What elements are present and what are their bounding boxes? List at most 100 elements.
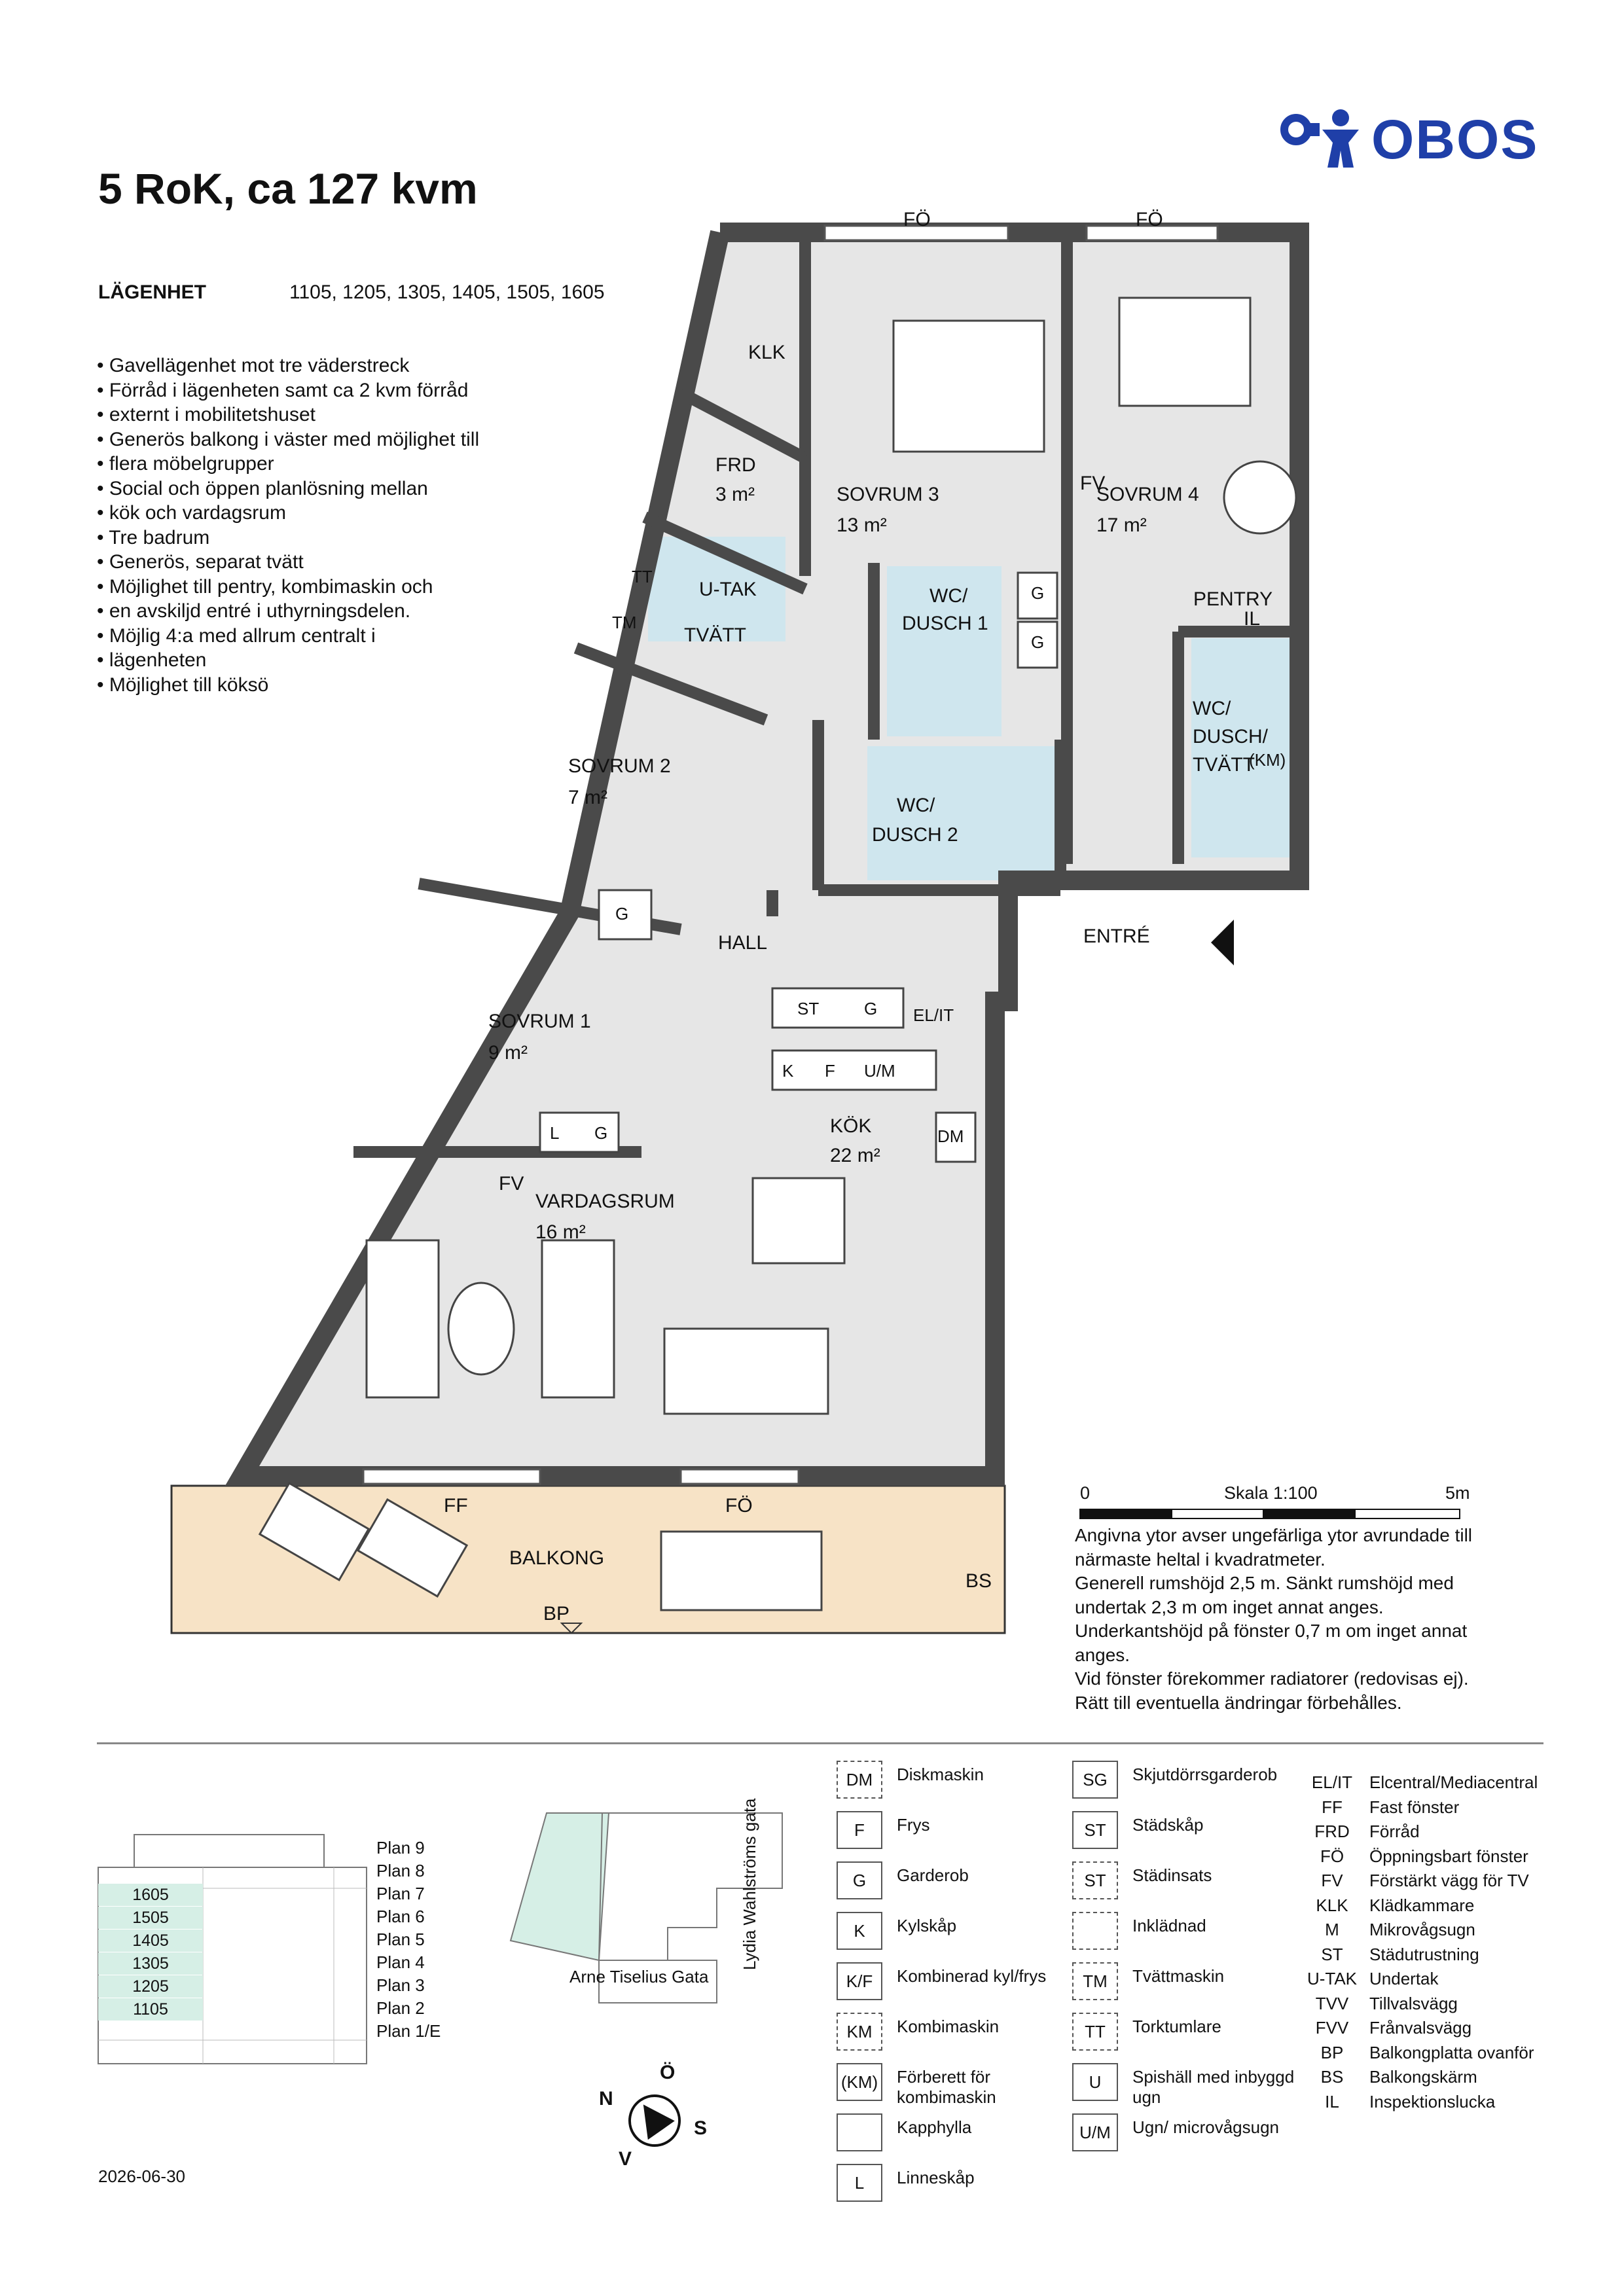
legend-code-box: G [837,1861,882,1899]
room-sovrum1-area: 9 m² [488,1042,528,1064]
room-sovrum1: SOVRUM 1 [488,1011,591,1032]
label-fo-top2: FÖ [1136,209,1163,230]
legend-code-box [837,2113,882,2151]
legend-code-box: L [837,2164,882,2202]
label-utak-tvatt: U-TAK [699,579,757,600]
abbreviation-code: FVV [1315,2018,1349,2038]
abbreviation-label: Klädkammare [1369,1895,1475,1915]
legend-code-box: ST [1072,1811,1118,1849]
feature-item: Förråd i lägenheten samt ca 2 kvm förråd [97,378,568,403]
floor-label: Plan 6 [376,1907,425,1926]
cabinet-g-hall: G [864,999,877,1018]
feature-item: Generös balkong i väster med möjlighet t… [97,427,568,452]
room-sovrum2-area: 7 m² [568,787,607,808]
room-klk: KLK [748,342,785,363]
abbreviation-label: Fast fönster [1369,1797,1460,1817]
label-fo-top1: FÖ [903,209,931,230]
cabinet-st: ST [797,999,819,1018]
label-bp: BP [543,1603,569,1625]
apartment-numbers: 1105, 1205, 1305, 1405, 1505, 1605 [289,281,605,303]
note-line: Generell rumshöjd 2,5 m. Sänkt rumshöjd … [1075,1573,1454,1593]
legend-code-box: KM [837,2013,882,2051]
compass-n: N [599,2088,613,2110]
legend-code-box: K/F [837,1962,882,2000]
unit-row: 1205 [98,1975,203,1998]
abbreviation-code: KLK [1316,1895,1348,1915]
plan-date: 2026-06-30 [98,2166,185,2186]
feature-item: Tre badrum [97,526,568,550]
abbreviation-code: FV [1321,1871,1343,1890]
wc-dusch-tvatt-floor [1191,638,1290,857]
cabinet-l: L [550,1123,559,1143]
legend-label: Inklädnad [1132,1916,1206,1935]
page-title: 5 RoK, ca 127 kvm [98,164,478,213]
cabinet-um: U/M [864,1061,895,1081]
room-balkong: BALKONG [509,1547,604,1569]
unit-row: 1605 [98,1884,203,1906]
room-kok: KÖK [830,1115,871,1137]
room-wc-dusch-tvatt-c: TVÄTT [1193,754,1255,776]
room-frd: FRD [715,454,756,476]
note-line: undertak 2,3 m om inget annat anges. [1075,1596,1384,1617]
floor-plan: KLK FRD 3 m² SOVRUM 3 13 m² SOVRUM 4 17 … [170,209,1470,1634]
legend-code-box: F [837,1811,882,1849]
legend-code-box: SG [1072,1761,1118,1799]
note-line: närmaste heltal i kvadratmeter. [1075,1549,1326,1570]
note-line: Angivna ytor avser ungefärliga ytor avru… [1075,1525,1473,1545]
label-fv: FV [499,1173,524,1194]
room-wc-dusch-tvatt-b: DUSCH/ [1193,726,1269,747]
label-km-prepared: (KM) [1249,750,1286,770]
label-fo-balcony: FÖ [725,1495,753,1517]
abbreviation-code: U-TAK [1307,1969,1358,1988]
floor-label: Plan 9 [376,1838,425,1858]
entry-door-arrow-icon [1211,920,1234,965]
legend-label: Kombinerad kyl/frys [897,1966,1047,1986]
cabinet-g-1: G [1031,583,1044,603]
room-wc-dusch1-b: DUSCH 1 [902,613,988,634]
abbreviation-label: Städutrustning [1369,1944,1479,1964]
compass-o: Ö [660,2062,676,2083]
compass-v: V [619,2148,632,2170]
brand-name: OBOS [1371,109,1539,170]
note-line: Rätt till eventuella ändringar förbehåll… [1075,1692,1402,1713]
divider [97,1742,1543,1744]
cabinet-g-sovrum2: G [615,904,628,924]
feature-item: en avskiljd entré i uthyrningsdelen. [97,599,568,624]
legend-label: Kapphylla [897,2117,972,2137]
label-bs: BS [965,1570,992,1592]
feature-list: Gavellägenhet mot tre väderstreckFörråd … [97,353,568,697]
legend-label: Linneskåp [897,2168,975,2187]
legend-label: Frys [897,1815,930,1835]
floor-label: Plan 2 [376,1998,425,2018]
room-hall: HALL [718,932,767,954]
abbreviation-code: BS [1320,2067,1344,2087]
legend-label: Städinsats [1132,1865,1212,1885]
legend-code-box: TM [1072,1962,1118,2000]
plan-notes: Angivna ytor avser ungefärliga ytor avru… [1075,1524,1533,1715]
scale-end: 5m [1445,1483,1470,1503]
floor-label: Plan 1/E [376,2021,441,2041]
street-right: Lydia Wahlströms gata [740,1798,759,1970]
abbreviation-label: Balkongskärm [1369,2067,1477,2087]
legend-label: Förberett för kombimaskin [897,2067,996,2107]
label-tm: TM [612,613,637,632]
scale-label: Skala 1:100 [1224,1483,1318,1503]
abbreviation-code: IL [1325,2091,1339,2111]
room-frd-area: 3 m² [715,484,755,505]
feature-item: Möjlighet till pentry, kombimaskin och [97,575,568,600]
legend-label: Torktumlare [1132,2017,1221,2036]
room-sovrum3-area: 13 m² [837,514,887,536]
legend-code-box: U [1072,2063,1118,2101]
abbreviation-label: Förråd [1369,1822,1420,1841]
legend-code-box: (KM) [837,2063,882,2101]
abbreviation-code: EL/IT [1311,1772,1353,1792]
floor-label: Plan 3 [376,1975,425,1995]
legend-label: Kombimaskin [897,2017,1000,2036]
room-tvatt: TVÄTT [684,624,746,646]
legend-code-box: ST [1072,1861,1118,1899]
feature-item: Gavellägenhet mot tre väderstreck [97,353,568,378]
floor-label: Plan 5 [376,1930,425,1949]
cabinet-g-2: G [1031,632,1044,652]
note-line: anges. [1075,1644,1130,1665]
floor-label: Plan 4 [376,1952,425,1972]
